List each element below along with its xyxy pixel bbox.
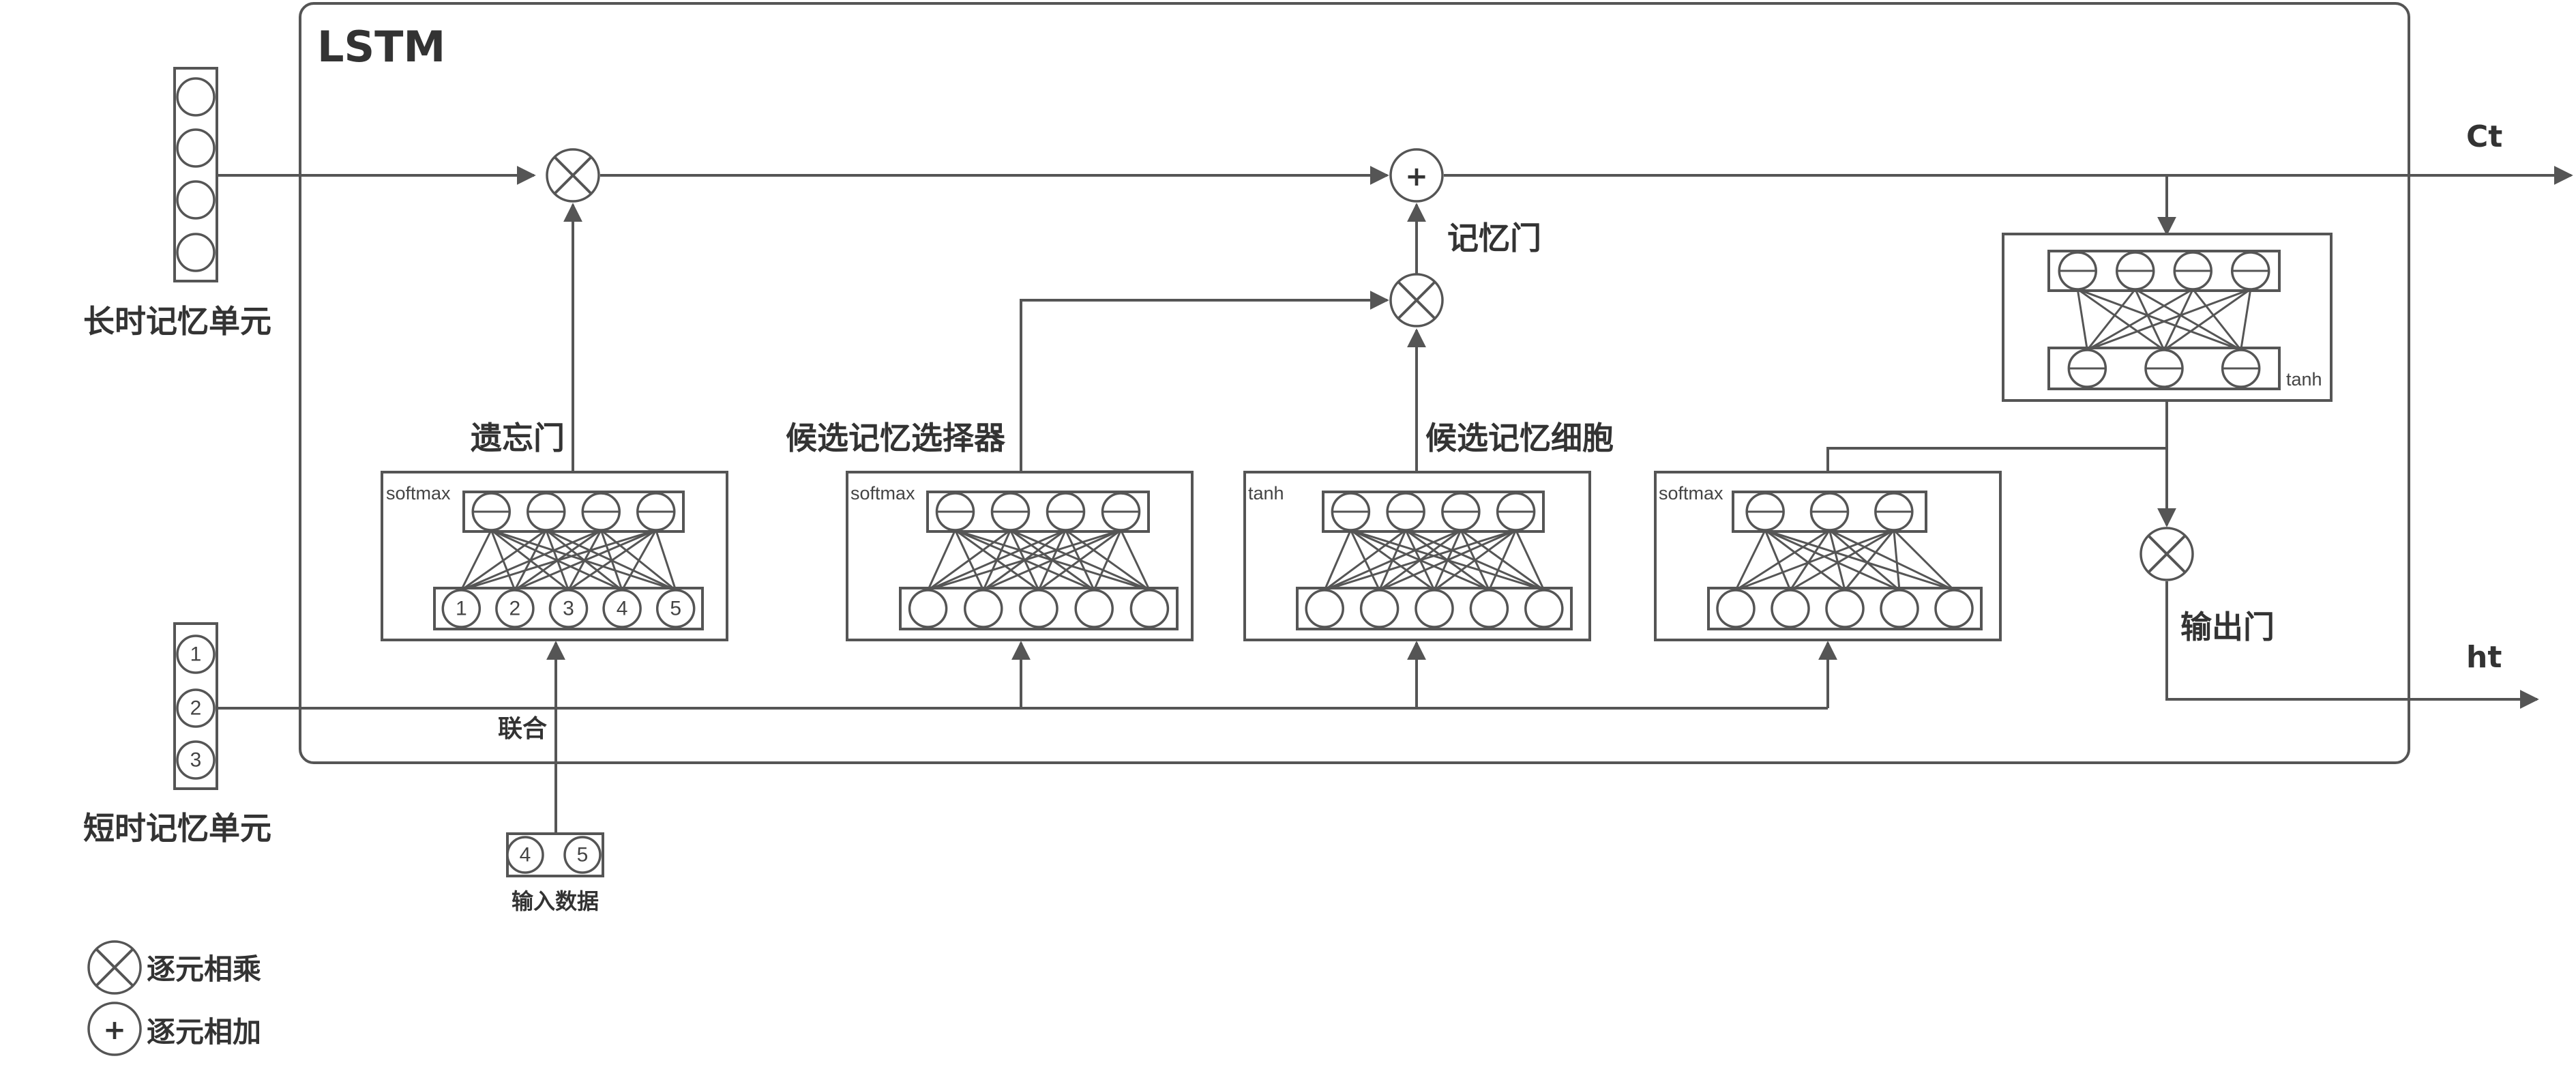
neuron-node xyxy=(1415,589,1454,628)
output-activation-label: softmax xyxy=(1659,483,1723,504)
svg-text:4: 4 xyxy=(520,844,531,866)
neuron-node xyxy=(1716,589,1756,628)
candidate-selector-label: 候选记忆选择器 xyxy=(786,420,1006,456)
neuron-node xyxy=(964,589,1003,628)
legend-multiply-label: 逐元相乘 xyxy=(147,952,261,986)
memory-add-op: + xyxy=(1389,148,1444,203)
neuron-node xyxy=(1880,589,1919,628)
lstm-title: LSTM xyxy=(317,22,445,72)
neuron-node xyxy=(1825,589,1865,628)
input-data-label: 输入数据 xyxy=(512,888,599,914)
legend-add-label: 逐元相加 xyxy=(147,1015,261,1049)
input-node-label: 4 xyxy=(617,598,628,620)
svg-text:2: 2 xyxy=(190,697,202,720)
neuron-node xyxy=(1129,589,1170,628)
svg-text:3: 3 xyxy=(190,749,202,772)
output-gate-network xyxy=(1654,471,2002,641)
ct-tanh-activation-label: tanh xyxy=(2286,369,2322,390)
candidate-cell-label: 候选记忆细胞 xyxy=(1425,420,1614,456)
svg-text:5: 5 xyxy=(577,844,589,866)
ht-output-label: ht xyxy=(2466,640,2502,675)
neuron-node xyxy=(1359,589,1400,628)
neuron-node xyxy=(1469,589,1509,628)
input-node-label: 1 xyxy=(456,598,467,620)
neuron-node xyxy=(1305,589,1344,628)
cell-activation-label: tanh xyxy=(1248,483,1284,504)
svg-text:1: 1 xyxy=(190,643,202,666)
neuron-node xyxy=(1074,589,1114,628)
ct-tanh-network xyxy=(2002,233,2333,402)
neuron-node xyxy=(1771,589,1810,628)
ct-output-label: Ct xyxy=(2466,119,2502,154)
svg-text:+: + xyxy=(1405,161,1428,192)
short-term-label: 短时记忆单元 xyxy=(83,810,271,847)
concat-label: 联合 xyxy=(498,715,547,743)
short-term-memory-vector: 1 2 3 xyxy=(173,622,218,790)
forget-gate-label: 遗忘门 xyxy=(471,420,565,456)
long-term-memory-vector xyxy=(173,67,218,282)
input-node-label: 3 xyxy=(563,598,574,620)
memory-multiply-op xyxy=(1389,273,1444,327)
neuron-node xyxy=(495,589,535,628)
selector-activation-label: softmax xyxy=(850,483,915,504)
forget-gate-network: 1 2 3 4 5 xyxy=(381,471,728,641)
output-gate-label: 输出门 xyxy=(2180,609,2275,645)
input-node-label: 2 xyxy=(509,598,521,620)
neuron-node xyxy=(1524,589,1564,628)
legend-multiply: 逐元相乘 xyxy=(87,940,261,995)
legend-add: + 逐元相加 xyxy=(87,1002,261,1056)
neuron-node xyxy=(441,589,482,628)
candidate-selector-network xyxy=(846,471,1194,641)
multiply-icon xyxy=(87,940,142,995)
output-multiply-op xyxy=(2140,527,2194,581)
candidate-cell-network xyxy=(1243,471,1591,641)
plus-icon: + xyxy=(87,1002,142,1056)
neuron-node xyxy=(602,589,642,628)
lstm-frame xyxy=(299,2,2410,764)
flow-lines xyxy=(217,166,2573,834)
neuron-node xyxy=(1019,589,1058,628)
long-term-label: 长时记忆单元 xyxy=(83,303,271,340)
input-node-label: 5 xyxy=(670,598,681,620)
forget-multiply-op xyxy=(546,148,600,203)
memory-gate-label: 记忆门 xyxy=(1447,220,1541,257)
neuron-node xyxy=(1934,589,1974,628)
input-data-vector: 4 5 xyxy=(506,832,604,877)
forget-activation-label: softmax xyxy=(386,483,451,504)
neuron-node xyxy=(908,589,948,628)
neuron-node xyxy=(655,589,696,628)
svg-text:+: + xyxy=(103,1015,126,1046)
neuron-node xyxy=(548,589,589,628)
